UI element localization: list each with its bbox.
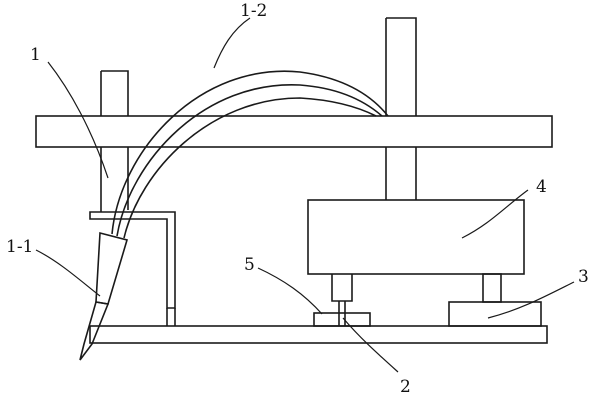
leader-3 <box>487 281 575 319</box>
spindle <box>331 274 353 302</box>
block-5 <box>313 312 371 327</box>
support-3-column <box>482 273 502 303</box>
torch-body <box>95 231 129 305</box>
support-3-base <box>448 301 542 327</box>
leader-2 <box>342 317 399 373</box>
box-4 <box>307 199 525 275</box>
tube-inner <box>123 97 377 239</box>
tube-outer <box>111 70 389 235</box>
label-5: 5 <box>244 255 255 275</box>
crossbar <box>35 115 553 148</box>
leader-1-2 <box>213 17 251 69</box>
label-2: 2 <box>400 377 411 397</box>
label-4: 4 <box>536 177 547 197</box>
label-3: 3 <box>578 267 589 287</box>
right-post <box>385 17 417 200</box>
torch-nozzle <box>79 301 110 361</box>
leader-1 <box>47 61 109 179</box>
tube-middle <box>116 84 383 237</box>
leader-5 <box>257 267 323 315</box>
label-1: 1 <box>30 45 41 65</box>
base-plate <box>89 325 548 344</box>
leader-1-1 <box>35 249 101 297</box>
leader-4 <box>461 189 529 239</box>
torch-bracket <box>89 211 176 309</box>
label-1-2: 1-2 <box>240 1 267 21</box>
bracket-foot <box>166 308 176 326</box>
label-1-1: 1-1 <box>6 237 33 257</box>
left-post <box>100 70 129 212</box>
